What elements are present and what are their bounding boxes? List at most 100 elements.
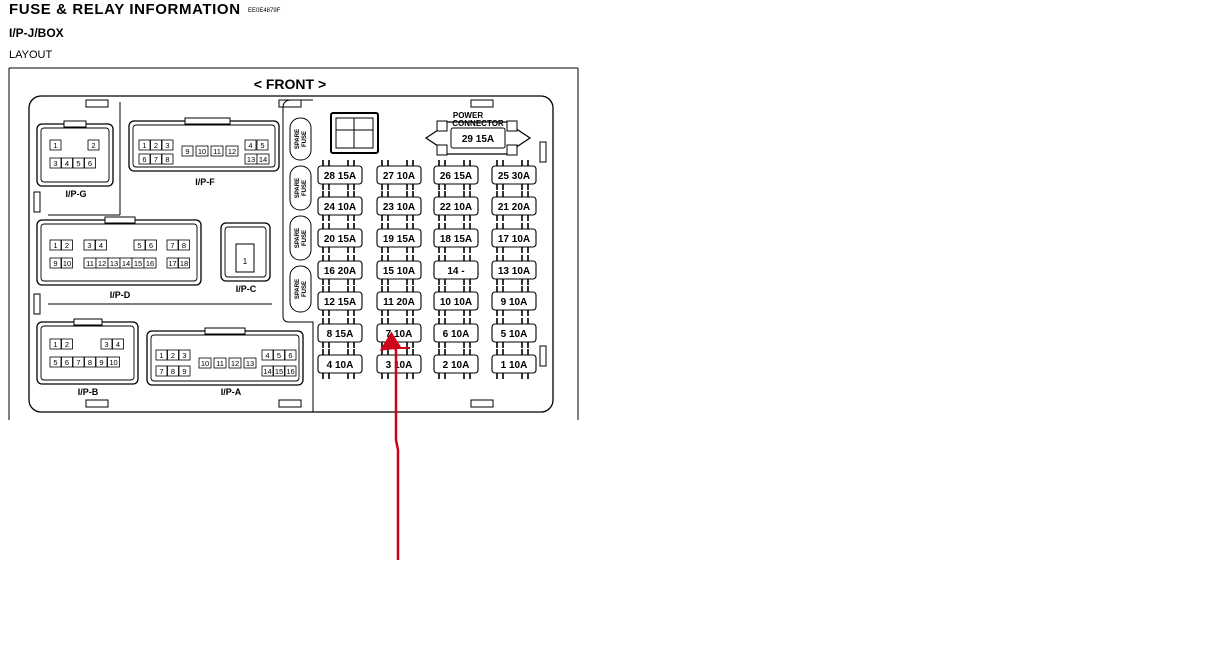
pin-number: 2 xyxy=(65,340,69,349)
fuse-slot: 15 10A xyxy=(376,255,422,285)
connector-pin xyxy=(225,145,239,157)
connector-ip-f-inner xyxy=(132,124,276,168)
junction-box-outline xyxy=(28,95,554,413)
pin-number: 14 xyxy=(263,367,271,376)
mount-tab xyxy=(539,141,547,163)
connector-pin xyxy=(61,257,73,269)
spare-fuse-slot xyxy=(289,117,312,161)
connector-pin xyxy=(161,153,174,165)
connector-pin xyxy=(166,257,179,269)
mount-tab xyxy=(470,399,494,408)
pin-number: 13 xyxy=(110,259,118,268)
fuse-label: 18 15A xyxy=(440,234,472,245)
pin-number: 11 xyxy=(216,359,224,368)
pin-number: 2 xyxy=(154,141,158,150)
fuse-label: 13 10A xyxy=(498,266,530,277)
connector-pin xyxy=(145,239,157,251)
pin-number: 5 xyxy=(137,241,141,250)
connector-ip-d-inner xyxy=(40,223,198,282)
connector-ip-g-name: I/P-G xyxy=(65,189,86,199)
connector-ip-a-inner xyxy=(150,334,300,382)
fuse-label: 6 10A xyxy=(443,329,470,340)
fuse-slot: 17 10A xyxy=(491,223,537,253)
pin-number: 1 xyxy=(53,141,57,150)
fuse-slot: 28 15A xyxy=(317,160,363,190)
connector-pin xyxy=(198,357,212,369)
connector-pin xyxy=(243,357,257,369)
fuse-label: 11 20A xyxy=(383,297,415,308)
spare-fuse-slot xyxy=(289,215,312,261)
connector-pin xyxy=(228,357,242,369)
pin-number: 16 xyxy=(146,259,154,268)
pin-number: 8 xyxy=(165,155,169,164)
fuse-label: 12 15A xyxy=(324,297,356,308)
mount-tab xyxy=(278,99,302,108)
mount-tab xyxy=(470,99,494,108)
fuse-label: 23 10A xyxy=(383,202,415,213)
pin-number: 4 xyxy=(65,159,69,168)
fuse-slot: 10 10A xyxy=(433,286,479,316)
pin-number: 10 xyxy=(63,259,71,268)
connector-pin xyxy=(95,239,107,251)
fuse-slot: 2 10A xyxy=(433,349,479,379)
power-terminal xyxy=(436,120,448,132)
pin-number: 2 xyxy=(91,141,95,150)
connector-pin xyxy=(107,356,120,368)
connector-ip-b-inner xyxy=(40,325,135,381)
fuse-slot: 21 20A xyxy=(491,191,537,221)
mount-tab xyxy=(33,293,41,315)
fuse-body xyxy=(491,354,537,374)
power-connector-label: POWER xyxy=(453,111,483,120)
connector-pin xyxy=(273,349,285,361)
connector-pin xyxy=(49,239,62,251)
fuse-slot: 7 10A xyxy=(376,318,422,348)
fuse-body xyxy=(376,228,422,248)
fuse-body xyxy=(433,228,479,248)
fuse-slot: 19 15A xyxy=(376,223,422,253)
connector-pin xyxy=(150,153,162,165)
fuse-label: 7 10A xyxy=(386,329,413,340)
connector-ip-d xyxy=(36,219,202,286)
connector-pin xyxy=(138,139,151,151)
connector-pin xyxy=(178,239,190,251)
fuse-label: 26 15A xyxy=(440,171,472,182)
pin-number: 16 xyxy=(286,367,294,376)
fuse-29 xyxy=(450,127,506,149)
pin-number: 12 xyxy=(98,259,106,268)
connector-pin xyxy=(49,139,62,151)
fuse-slot: 23 10A xyxy=(376,191,422,221)
pin-number: 3 xyxy=(53,159,57,168)
fuse-slot: 18 15A xyxy=(433,223,479,253)
connector-latch xyxy=(184,117,231,125)
power-terminal xyxy=(436,144,448,156)
power-connector: POWER CONNECTOR 29 15A xyxy=(424,111,532,156)
connector-ip-f-name: I/P-F xyxy=(195,177,215,187)
fuse-body xyxy=(433,260,479,280)
connector-pin xyxy=(166,239,179,251)
pin-number: 11 xyxy=(86,259,94,268)
fuse-label: 2 10A xyxy=(443,360,470,371)
pin-number: 17 xyxy=(168,259,176,268)
fuse-slot: 14 - xyxy=(433,255,479,285)
fuse-slot: 6 10A xyxy=(433,318,479,348)
fuse-body xyxy=(433,165,479,185)
connector-latch xyxy=(63,120,87,128)
pin-number: 8 xyxy=(182,241,186,250)
pin-number: 6 xyxy=(88,159,92,168)
fuse-body xyxy=(376,165,422,185)
connector-pin xyxy=(256,139,269,151)
connector-ip-a-name: I/P-A xyxy=(221,387,242,397)
front-label: < FRONT > xyxy=(254,76,326,92)
spare-fuse-slot xyxy=(289,165,312,211)
connector-ip-g-inner xyxy=(40,127,110,183)
pin-number: 1 xyxy=(53,241,57,250)
spare-fuse-label: FUSE xyxy=(302,131,308,147)
connector-pin xyxy=(195,145,209,157)
annotation-arrow xyxy=(379,331,403,560)
pin-number: 15 xyxy=(134,259,142,268)
connector-pin xyxy=(49,338,62,350)
fuse-slot: 26 15A xyxy=(433,160,479,190)
pin-number: 7 xyxy=(154,155,158,164)
connector-pin xyxy=(150,139,162,151)
